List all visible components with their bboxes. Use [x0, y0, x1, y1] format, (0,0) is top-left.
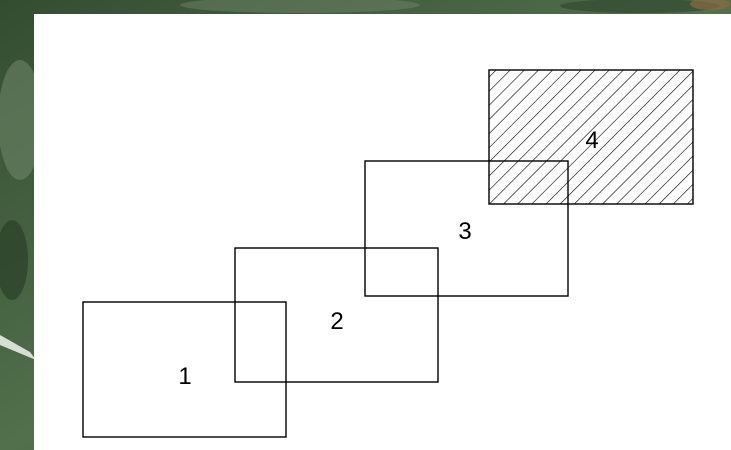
- rectangle-4-label: 4: [585, 127, 598, 154]
- rectangle-2: 2: [234, 247, 439, 383]
- rectangle-2-label: 2: [330, 308, 343, 335]
- rectangle-4-hatched: 4: [488, 69, 694, 205]
- rectangle-3: 3: [364, 160, 569, 297]
- rectangle-1: 1: [82, 301, 287, 438]
- rectangle-3-label: 3: [458, 218, 471, 245]
- rectangle-1-label: 1: [178, 363, 191, 390]
